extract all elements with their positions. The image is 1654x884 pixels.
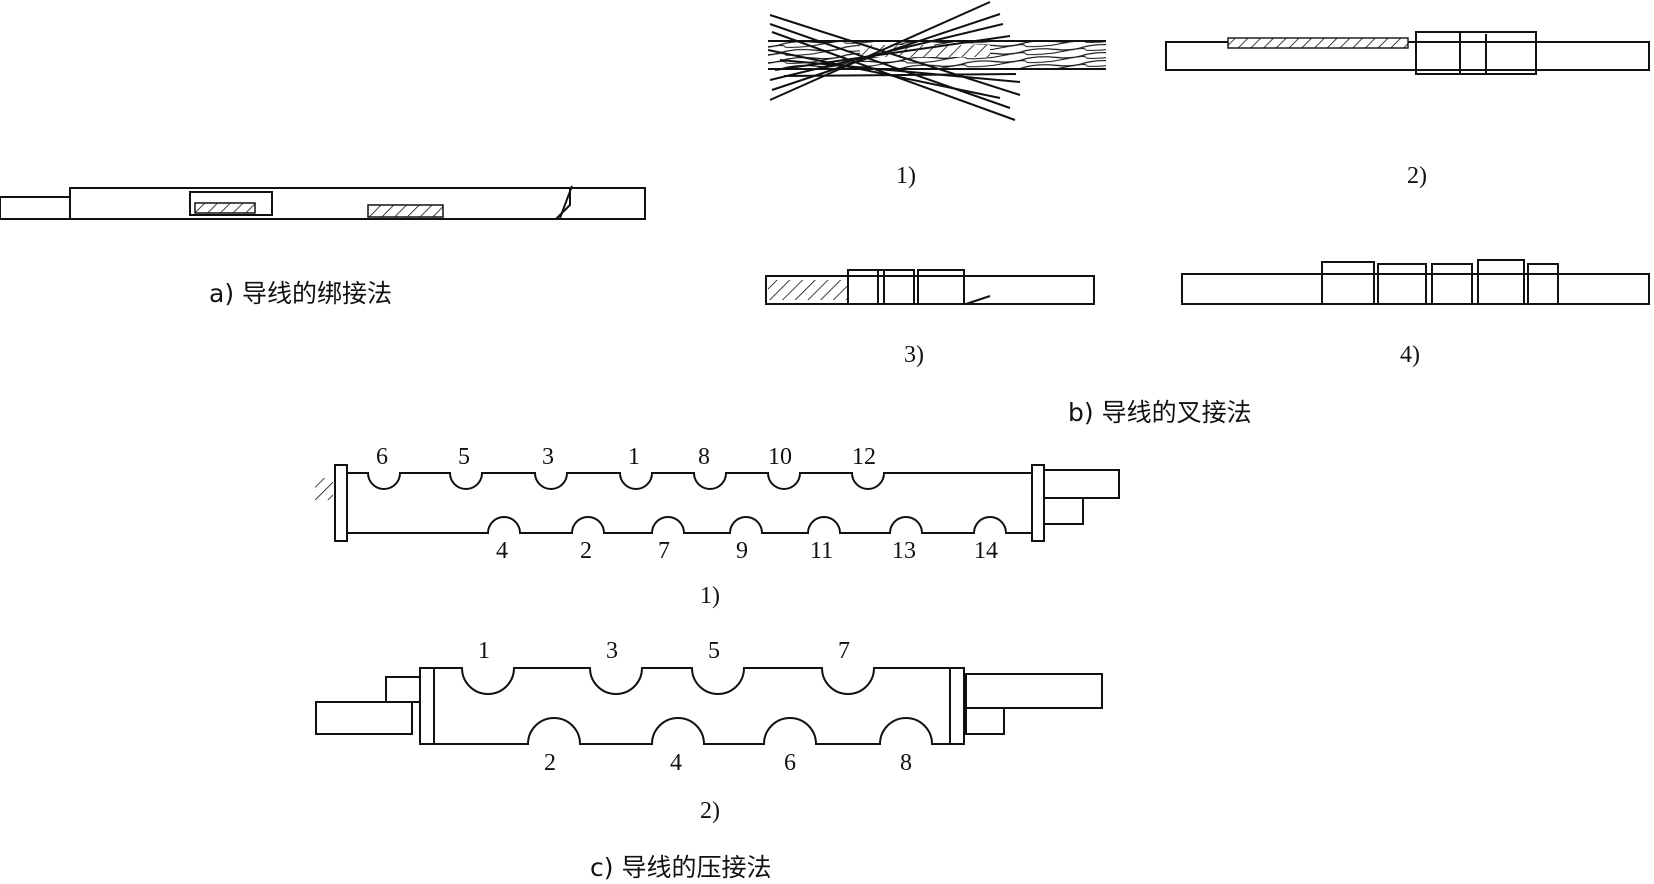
- crimp-point-label: 3: [542, 444, 554, 470]
- crimp-point-label: 6: [376, 444, 388, 470]
- fork-joint-step2-drawing: [1165, 31, 1650, 75]
- crimp-joint-1-top-numbers: 6 5 3 1 8 10 12: [376, 444, 876, 470]
- crimp-point-label: 14: [974, 538, 998, 564]
- crimp-point-label: 1: [628, 444, 640, 470]
- crimp-point-label: 9: [736, 538, 748, 564]
- crimp-joint-2-bottom-numbers: 2 4 6 8: [544, 750, 912, 776]
- crimp-point-label: 13: [892, 538, 916, 564]
- crimp-point-label: 10: [768, 444, 792, 470]
- crimp-joint-2-label: 2): [700, 798, 720, 824]
- fork-joint-step1-label: 1): [896, 163, 916, 189]
- crimp-point-label: 3: [606, 638, 618, 664]
- fork-joint-step3-drawing: [765, 269, 1095, 305]
- crimp-point-label: 6: [784, 750, 796, 776]
- crimp-joint-2-top-numbers: 1 3 5 7: [478, 638, 850, 664]
- crimp-joint-1-label: 1): [700, 583, 720, 609]
- crimp-point-label: 7: [838, 638, 850, 664]
- crimp-point-label: 4: [670, 750, 682, 776]
- fork-joint-step4-drawing: [1181, 259, 1650, 305]
- crimp-joint-caption: c) 导线的压接法: [590, 853, 771, 882]
- binding-joint-caption: a) 导线的绑接法: [209, 279, 392, 308]
- crimp-point-label: 11: [810, 538, 833, 564]
- crimp-point-label: 1: [478, 638, 490, 664]
- fork-joint-step3-label: 3): [904, 342, 924, 368]
- crimp-point-label: 5: [708, 638, 720, 664]
- crimp-joint-1-drawing: [315, 464, 1120, 542]
- crimp-point-label: 2: [580, 538, 592, 564]
- crimp-joint-2-drawing: [315, 667, 1103, 745]
- crimp-joint-1-bottom-numbers: 4 2 7 9 11 13 14: [496, 538, 998, 564]
- crimp-point-label: 8: [698, 444, 710, 470]
- fork-joint-step4-label: 4): [1400, 342, 1420, 368]
- fork-joint-caption: b) 导线的叉接法: [1068, 398, 1252, 427]
- crimp-point-label: 5: [458, 444, 470, 470]
- crimp-point-label: 2: [544, 750, 556, 776]
- binding-joint-drawing: [0, 185, 646, 220]
- crimp-point-label: 4: [496, 538, 508, 564]
- crimp-point-label: 7: [658, 538, 670, 564]
- fork-joint-step1-drawing: [767, 1, 1106, 121]
- fork-joint-step2-label: 2): [1407, 163, 1427, 189]
- crimp-point-label: 8: [900, 750, 912, 776]
- crimp-point-label: 12: [852, 444, 876, 470]
